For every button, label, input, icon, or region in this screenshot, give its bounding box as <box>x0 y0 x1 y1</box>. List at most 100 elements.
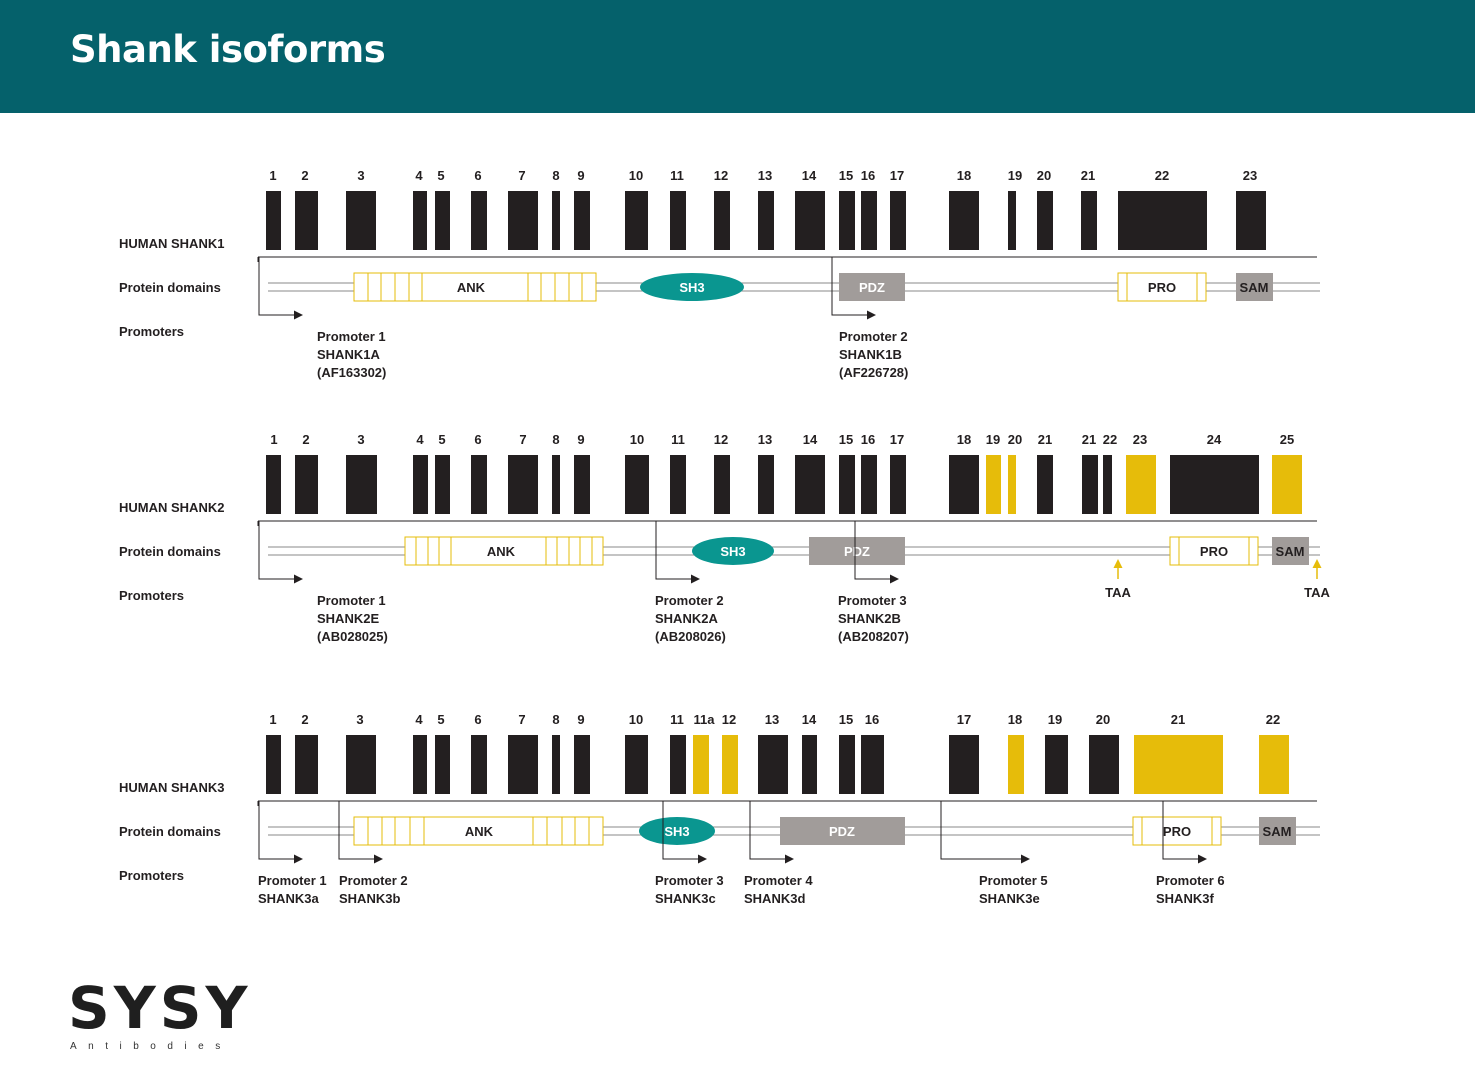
exon-number: 5 <box>438 432 445 447</box>
exon <box>413 455 428 514</box>
exon <box>574 455 590 514</box>
exon <box>670 735 686 794</box>
promoter-accession: (AF163302) <box>317 365 386 380</box>
exon-number: 5 <box>437 168 444 183</box>
exon-number: 3 <box>356 712 363 727</box>
exon <box>295 735 318 794</box>
exon <box>670 191 686 250</box>
gene-name: HUMAN SHANK1 <box>119 236 224 251</box>
sam-label: SAM <box>1240 280 1269 295</box>
promoter-isoform: SHANK1B <box>839 347 902 362</box>
sh3-label: SH3 <box>720 544 745 559</box>
exon-number: 21 <box>1171 712 1185 727</box>
exon-number: 13 <box>765 712 779 727</box>
stop-codon-label: TAA <box>1304 585 1330 600</box>
pro-domain <box>1132 816 1222 846</box>
exon-number: 15 <box>839 432 853 447</box>
promoter-isoform: SHANK2A <box>655 611 718 626</box>
ank-domain <box>404 536 604 566</box>
exon-number: 11a <box>694 712 716 727</box>
exon <box>795 455 825 514</box>
promoter-2-arrow-line <box>655 521 692 580</box>
promoter-4-arrow-line <box>749 801 786 860</box>
promoter-name: Promoter 6 <box>1156 873 1225 888</box>
exon <box>435 735 450 794</box>
exon-number: 19 <box>1008 168 1022 183</box>
promoter-4-arrow-head <box>785 854 794 864</box>
exon-number: 11 <box>671 432 685 447</box>
exon-number: 8 <box>552 432 559 447</box>
exon <box>949 191 979 250</box>
exon <box>295 191 318 250</box>
exon-number: 16 <box>865 712 879 727</box>
exon <box>625 191 648 250</box>
exon-number: 17 <box>890 168 904 183</box>
exon <box>508 735 538 794</box>
exon <box>471 735 487 794</box>
exon-number: 6 <box>474 168 481 183</box>
exon <box>1045 735 1068 794</box>
exon-number: 7 <box>518 168 525 183</box>
exon-number: 1 <box>269 168 276 183</box>
promoter-1-arrow-line <box>258 257 295 316</box>
promoter-2-arrow-head <box>691 574 700 584</box>
exon-number: 12 <box>722 712 736 727</box>
exon <box>625 455 649 514</box>
alternative-exon <box>1126 455 1156 514</box>
sysy-logo: SYSY Antibodies <box>68 979 258 1057</box>
promoters-label: Promoters <box>119 324 184 339</box>
exon <box>346 191 376 250</box>
stop-codon-label: TAA <box>1105 585 1131 600</box>
sam-label: SAM <box>1263 824 1292 839</box>
exon-number: 19 <box>986 432 1000 447</box>
pdz-domain <box>809 537 905 565</box>
exon <box>295 455 318 514</box>
exon <box>413 191 427 250</box>
exon-number: 23 <box>1243 168 1257 183</box>
exon-number: 3 <box>357 168 364 183</box>
exon <box>1103 455 1112 514</box>
exon <box>1236 191 1266 250</box>
gene-name: HUMAN SHANK3 <box>119 780 224 795</box>
alternative-exon <box>1272 455 1302 514</box>
exon-number: 2 <box>301 168 308 183</box>
gene-name: HUMAN SHANK2 <box>119 500 224 515</box>
header-bar: Shank isoforms <box>0 0 1475 113</box>
exon-number: 18 <box>1008 712 1022 727</box>
sh3-domain <box>692 537 774 565</box>
ank-label: ANK <box>465 824 494 839</box>
promoter-2-arrow-head <box>374 854 383 864</box>
promoter-5-arrow-line <box>940 801 1022 860</box>
exon <box>714 191 730 250</box>
exon-number: 11 <box>670 712 684 727</box>
protein-domains-label: Protein domains <box>119 280 221 295</box>
promoter-isoform: SHANK3f <box>1156 891 1214 906</box>
promoter-accession: (AF226728) <box>839 365 908 380</box>
promoter-6-arrow-head <box>1198 854 1207 864</box>
sam-domain <box>1272 537 1309 565</box>
exon-number: 16 <box>861 432 875 447</box>
exon-number: 14 <box>803 432 818 447</box>
exon-number: 20 <box>1096 712 1110 727</box>
pro-label: PRO <box>1163 824 1191 839</box>
promoter-3-arrow-head <box>698 854 707 864</box>
exon-number: 10 <box>629 712 643 727</box>
exon-number: 4 <box>415 168 423 183</box>
promoter-2-arrow-line <box>338 801 375 860</box>
pro-domain <box>1117 272 1207 302</box>
exon <box>949 455 979 514</box>
pdz-label: PDZ <box>829 824 855 839</box>
exon-number: 15 <box>839 168 853 183</box>
promoters-label: Promoters <box>119 588 184 603</box>
exon <box>1082 455 1098 514</box>
promoter-2-arrow-line <box>831 257 868 316</box>
exon <box>1037 455 1053 514</box>
exon-number: 21 <box>1082 432 1096 447</box>
promoter-name: Promoter 2 <box>655 593 724 608</box>
sh3-label: SH3 <box>664 824 689 839</box>
exon <box>552 191 560 250</box>
exon-number: 21 <box>1081 168 1095 183</box>
exon-number: 22 <box>1266 712 1280 727</box>
exon <box>861 191 877 250</box>
